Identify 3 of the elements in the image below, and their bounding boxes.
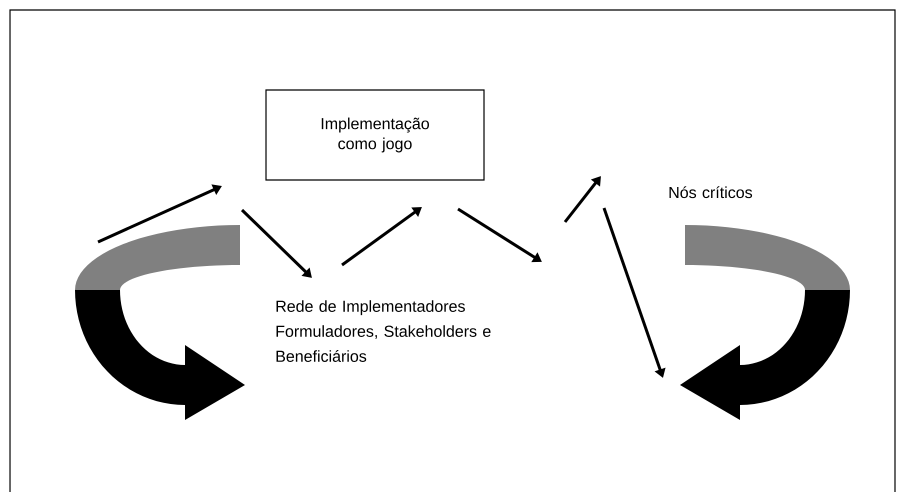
label-text: Nós críticos xyxy=(670,186,752,198)
label-text: Rede de Implementadores Formuladores, Stakeholders e Beneficiários xyxy=(276,300,491,362)
process-box: Implementação como jogo xyxy=(265,89,485,181)
